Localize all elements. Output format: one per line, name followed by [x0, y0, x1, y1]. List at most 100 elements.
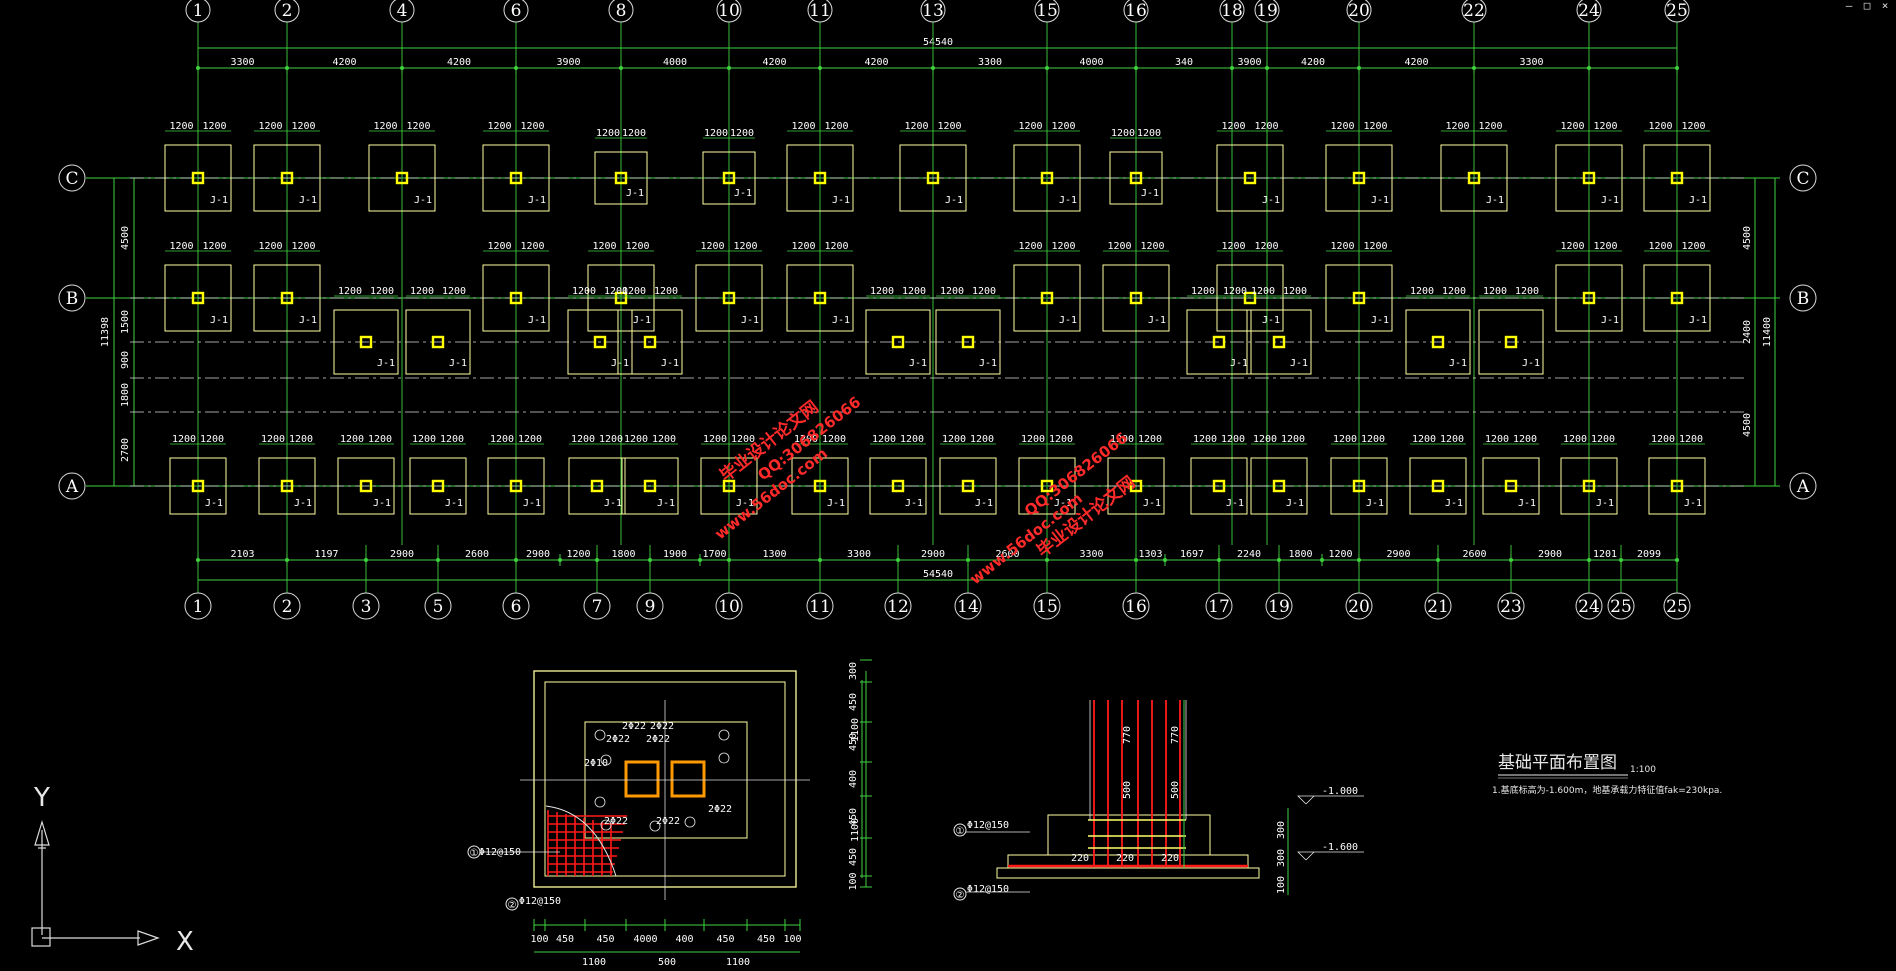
bottom-dim-label: 2099 — [1637, 549, 1661, 560]
footing-tag: J-1 — [373, 498, 391, 509]
footing-outline — [786, 264, 854, 332]
footing-dim-label: 1200 — [1223, 286, 1247, 297]
axis-bubble-top-label: 4 — [397, 1, 408, 21]
footing-tag: J-1 — [1371, 195, 1389, 206]
callout-2 — [505, 897, 519, 911]
footing-outline — [1102, 264, 1170, 332]
footing-dim-label: 1200 — [824, 121, 848, 132]
detail-plan-vdim-label: 400 — [848, 770, 859, 788]
footing-outline — [1643, 144, 1711, 212]
footing-tag: J-1 — [1689, 195, 1707, 206]
footing-tag: J-1 — [1054, 498, 1072, 509]
column-square — [813, 291, 827, 305]
footing-outline — [935, 309, 1001, 375]
column-square — [191, 291, 205, 305]
close-icon[interactable]: × — [1881, 0, 1889, 12]
footing-tag: J-1 — [827, 498, 845, 509]
footing-outline — [939, 457, 997, 515]
axis-bubble-bottom — [1265, 592, 1293, 620]
axis-bubble-top — [1576, 0, 1602, 23]
footing-outline — [164, 264, 232, 332]
detail-plan-vtotal-label: 1100 — [850, 718, 861, 742]
section-callout-1-label: ① — [956, 826, 965, 837]
axis-bubble-bottom-label: 24 — [1578, 597, 1600, 617]
column-square — [1272, 479, 1286, 493]
axis-bubble-bottom-label: 7 — [592, 597, 603, 617]
row-bubble-label: B — [1797, 289, 1810, 309]
footing-tag: J-1 — [741, 315, 759, 326]
restore-icon[interactable]: □ — [1863, 0, 1871, 12]
column-square — [1582, 479, 1596, 493]
axis-bubble-top-label: 18 — [1221, 1, 1243, 21]
bottom-dim-label: 2240 — [1237, 549, 1261, 560]
footing-dim-label: 1200 — [1137, 128, 1161, 139]
right-dim-label: 2400 — [1742, 320, 1753, 344]
footing-dim-label: 1200 — [604, 286, 628, 297]
rebar-note: 2Φ22 — [646, 734, 670, 745]
column-square — [722, 171, 736, 185]
footing-dim-label: 1200 — [970, 434, 994, 445]
section-bottom-dim-label: 220 — [1071, 853, 1089, 864]
top-dim-label: 340 — [1175, 57, 1193, 68]
axis-bubble-bottom — [1497, 592, 1525, 620]
top-dim-label: 3300 — [978, 57, 1002, 68]
drawing-title: 基础平面布置图 — [1498, 753, 1617, 773]
watermark-2: www.56doc.com QQ:306826066 毕业设计论文网 — [966, 429, 1139, 589]
footing-dim-label: 1200 — [1361, 434, 1385, 445]
footing-tag: J-1 — [1286, 498, 1304, 509]
footing-tag: J-1 — [1230, 358, 1248, 369]
row-bubble-label: A — [1796, 477, 1810, 497]
title-block: 基础平面布置图 1:100 1.基底标高为-1.600m，地基承载力特征值fak… — [1492, 753, 1722, 796]
detail-plan-vdim-label: 450 — [848, 808, 859, 826]
footing-tag: J-1 — [1059, 195, 1077, 206]
footing-dim-label: 1200 — [1221, 434, 1245, 445]
rebar-callout-circle — [718, 729, 730, 741]
section-bottom-dim-label: 220 — [1161, 853, 1179, 864]
column-square — [431, 479, 445, 493]
detail-plan-vdim-label: 450 — [848, 733, 859, 751]
footing-tag: J-1 — [975, 498, 993, 509]
callout-2-bar: Φ12@150 — [519, 896, 561, 907]
footing-tag: J-1 — [1689, 315, 1707, 326]
footing-dim-label: 1200 — [731, 434, 755, 445]
column-square — [1670, 479, 1684, 493]
footing-dim-label: 1200 — [1253, 434, 1277, 445]
bottom-total-label: 54540 — [923, 569, 953, 580]
column-square — [590, 479, 604, 493]
minimize-icon[interactable]: – — [1845, 0, 1853, 12]
footing-outline — [169, 457, 227, 515]
axis-bubble-bottom-label: 16 — [1125, 597, 1147, 617]
footing-tag: J-1 — [1059, 315, 1077, 326]
column-square — [813, 171, 827, 185]
footing-outline — [695, 264, 763, 332]
footing-dim-label: 1200 — [1679, 434, 1703, 445]
footing-tag: J-1 — [604, 498, 622, 509]
bottom-dim-label: 2600 — [465, 549, 489, 560]
detail-plan-dim-label: 450 — [757, 934, 775, 945]
axis-bubble-top-label: 6 — [511, 1, 522, 21]
ucs-icon: Y X — [31, 783, 194, 957]
column-square — [191, 479, 205, 493]
footing-tag: J-1 — [1601, 315, 1619, 326]
footing-dim-label: 1200 — [518, 434, 542, 445]
bottom-dim-label: 1200 — [1328, 549, 1352, 560]
footing-dim-label: 1200 — [1193, 434, 1217, 445]
footing-outline — [1409, 457, 1467, 515]
axis-bubble-bottom-label: 9 — [645, 597, 656, 617]
detail-plan-vdim-label: 450 — [848, 693, 859, 711]
footing-dim-label: 1200 — [1221, 121, 1245, 132]
column-square — [1431, 335, 1445, 349]
